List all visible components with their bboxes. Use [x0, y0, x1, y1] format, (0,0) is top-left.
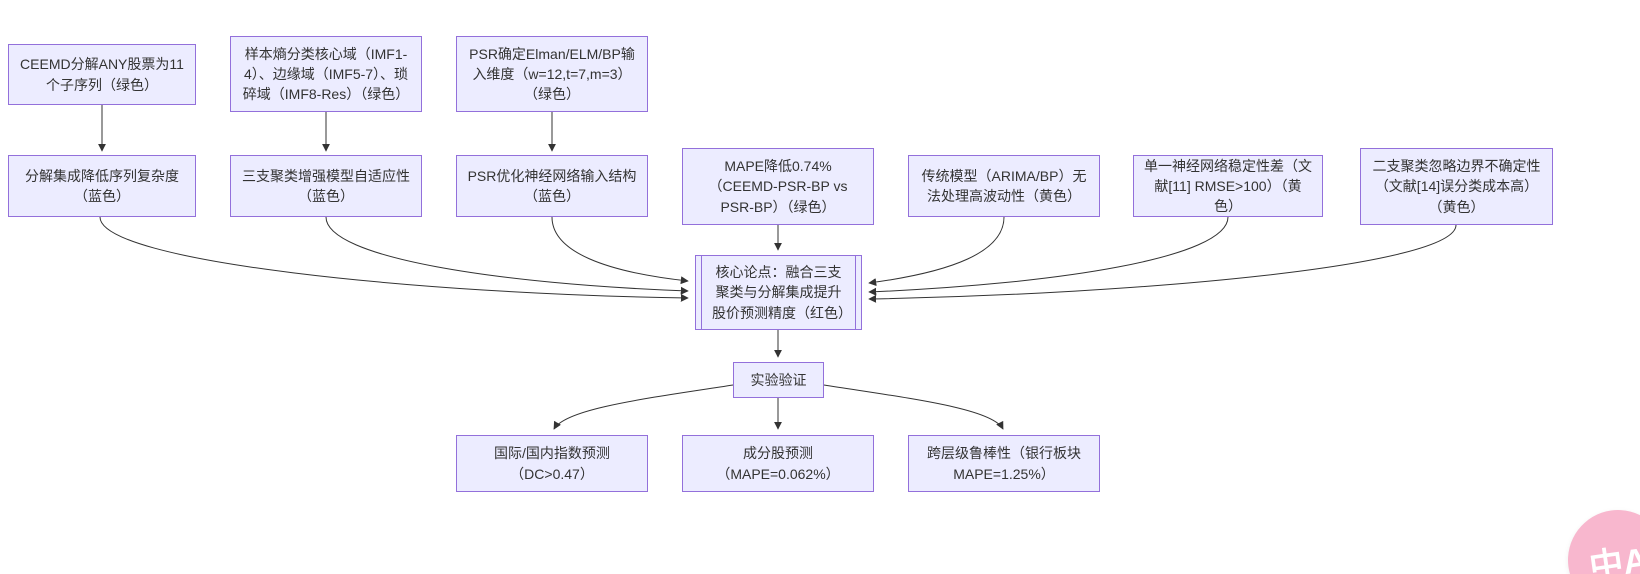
node-single-nn-instability: 单一神经网络稳定性差（文献[11] RMSE>100）（黄色）: [1133, 155, 1323, 217]
node-traditional-limitation: 传统模型（ARIMA/BP）无法处理高波动性（黄色）: [908, 155, 1100, 217]
node-decompose-complexity: 分解集成降低序列复杂度（蓝色）: [8, 155, 196, 217]
node-ceemd-decompose: CEEMD分解ANY股票为11个子序列（绿色）: [8, 44, 196, 105]
node-index-prediction: 国际/国内指数预测（DC>0.47）: [456, 435, 648, 492]
node-constituent-prediction: 成分股预测（MAPE=0.062%）: [682, 435, 874, 492]
node-mape-improvement: MAPE降低0.74%（CEEMD-PSR-BP vs PSR-BP）（绿色）: [682, 148, 874, 225]
node-core-thesis: 核心论点：融合三支聚类与分解集成提升股价预测精度（红色）: [695, 255, 862, 330]
node-cross-level-robustness: 跨层级鲁棒性（银行板块MAPE=1.25%）: [908, 435, 1100, 492]
node-sample-entropy: 样本熵分类核心域（IMF1-4）、边缘域（IMF5-7）、琐碎域（IMF8-Re…: [230, 36, 422, 112]
translate-icon: 中A: [1586, 540, 1640, 574]
node-three-way-adaptivity: 三支聚类增强模型自适应性（蓝色）: [230, 155, 422, 217]
node-psr-dimension: PSR确定Elman/ELM/BP输入维度（w=12,t=7,m=3）（绿色）: [456, 36, 648, 112]
translate-widget-button[interactable]: 中A: [1561, 503, 1640, 574]
node-psr-structure: PSR优化神经网络输入结构（蓝色）: [456, 155, 648, 217]
node-experiment-validation: 实验验证: [733, 362, 824, 398]
node-two-way-limitation: 二支聚类忽略边界不确定性（文献[14]误分类成本高）（黄色）: [1360, 148, 1553, 225]
